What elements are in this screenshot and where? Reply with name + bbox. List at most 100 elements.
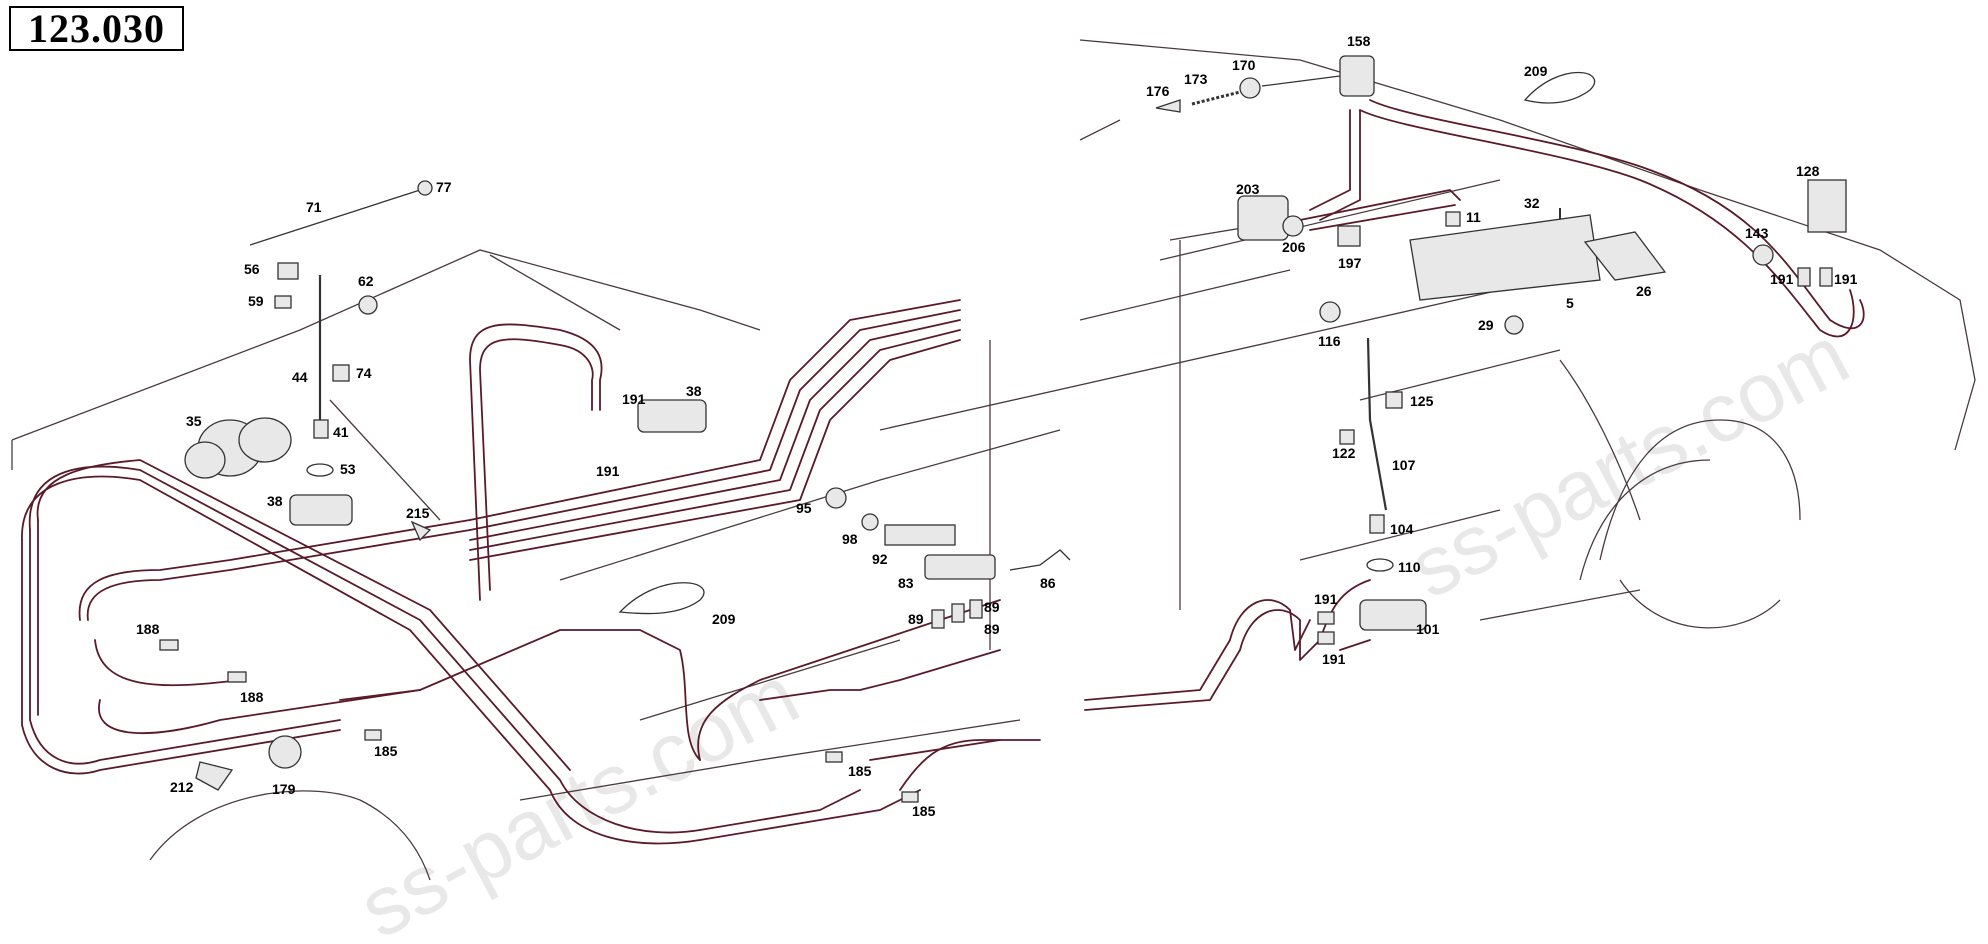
callout-41: 41	[333, 424, 349, 440]
callout-185-a: 185	[374, 743, 398, 759]
callout-95: 95	[796, 500, 812, 516]
vacuum-element-101	[1359, 599, 1427, 631]
callout-173: 173	[1184, 71, 1208, 87]
callout-11: 11	[1466, 209, 1481, 225]
callout-209-right: 209	[1524, 63, 1548, 79]
callout-56: 56	[244, 261, 260, 277]
hose-89-c	[969, 599, 983, 619]
callout-77: 77	[436, 179, 452, 195]
callout-191-d: 191	[1834, 271, 1858, 287]
callout-71: 71	[306, 199, 322, 215]
vacuum-element-38-left	[289, 494, 353, 526]
tie-209-right	[1523, 71, 1596, 104]
callout-191-c: 191	[1770, 271, 1794, 287]
callout-104: 104	[1390, 521, 1414, 537]
callout-170: 170	[1232, 57, 1256, 73]
rod-to-158	[1261, 75, 1341, 87]
callout-59: 59	[248, 293, 264, 309]
bolt-62	[358, 295, 378, 315]
callout-32: 32	[1524, 195, 1540, 211]
clip-212	[195, 761, 234, 791]
callout-89-b: 89	[984, 599, 1000, 615]
callout-107: 107	[1392, 457, 1416, 473]
callout-215: 215	[406, 505, 430, 521]
bracket-86	[1009, 549, 1071, 571]
callout-197: 197	[1338, 255, 1362, 271]
callout-83: 83	[898, 575, 914, 591]
element-104	[1369, 514, 1385, 534]
vacuum-element-38-right	[637, 399, 707, 433]
pump-128	[1807, 179, 1847, 233]
callout-53: 53	[340, 461, 356, 477]
rod-107	[1366, 337, 1388, 511]
callout-176: 176	[1146, 83, 1170, 99]
rod-71	[249, 189, 421, 246]
callout-116: 116	[1318, 333, 1341, 349]
switch-158	[1339, 55, 1375, 97]
hose-191-c	[1797, 267, 1811, 287]
grommet-206	[1282, 215, 1304, 237]
hose-191-f	[1317, 631, 1335, 645]
callout-29: 29	[1478, 317, 1494, 333]
vacuum-reservoir-35	[184, 417, 292, 479]
callout-35: 35	[186, 413, 202, 429]
tee-185-left	[364, 729, 382, 741]
callout-185-c: 185	[912, 803, 936, 819]
hose-191-d	[1819, 267, 1833, 287]
callout-191-f: 191	[1322, 651, 1346, 667]
callout-158: 158	[1347, 33, 1371, 49]
callout-188-b: 188	[240, 689, 264, 705]
knob-176	[1155, 99, 1181, 113]
clip-74	[332, 364, 350, 382]
washer-53	[306, 463, 334, 477]
diagram-title: 123.030	[9, 6, 184, 51]
vacuum-lines	[21, 99, 1865, 845]
distributor-83	[924, 554, 996, 580]
tee-188-right	[227, 671, 247, 683]
callout-191-a: 191	[622, 391, 646, 407]
callout-44: 44	[292, 369, 308, 385]
clip-77	[417, 180, 433, 196]
callout-98: 98	[842, 531, 858, 547]
callout-191-b: 191	[596, 463, 620, 479]
callout-122: 122	[1332, 445, 1356, 461]
callout-191-e: 191	[1314, 591, 1338, 607]
callout-92: 92	[872, 551, 888, 567]
callout-209-left: 209	[712, 611, 736, 627]
plate-92	[884, 524, 956, 546]
tee-185-mid	[825, 751, 843, 763]
callout-89-a: 89	[908, 611, 924, 627]
tee-188-left	[159, 639, 179, 651]
pad-26	[1583, 231, 1667, 281]
callout-5: 5	[1566, 295, 1574, 311]
callout-128: 128	[1796, 163, 1820, 179]
clip-59	[274, 295, 292, 309]
callout-212: 212	[170, 779, 194, 795]
watermark: ss-parts.com ss-parts.com	[344, 307, 1863, 944]
clip-11	[1445, 211, 1461, 227]
callout-26: 26	[1636, 283, 1652, 299]
watermark-text-right: ss-parts.com	[1394, 307, 1863, 616]
callout-143: 143	[1745, 225, 1769, 241]
components	[159, 55, 1847, 803]
spring-173	[1191, 90, 1241, 106]
callout-38-left: 38	[267, 493, 283, 509]
callout-125: 125	[1410, 393, 1434, 409]
callout-89-c: 89	[984, 621, 1000, 637]
callout-62: 62	[358, 273, 374, 289]
washer-110	[1366, 558, 1394, 572]
bolt-143	[1752, 244, 1774, 266]
callout-86: 86	[1040, 575, 1056, 591]
clip-125	[1385, 391, 1403, 409]
callout-188-a: 188	[136, 621, 160, 637]
hose-191-e	[1317, 611, 1335, 625]
washer-170	[1239, 77, 1261, 99]
callout-101: 101	[1416, 621, 1440, 637]
hose-89-b	[951, 603, 965, 623]
callout-203: 203	[1236, 181, 1260, 197]
bracket-56	[277, 262, 299, 280]
washer-98	[861, 513, 879, 531]
tee-185-right	[901, 791, 919, 803]
